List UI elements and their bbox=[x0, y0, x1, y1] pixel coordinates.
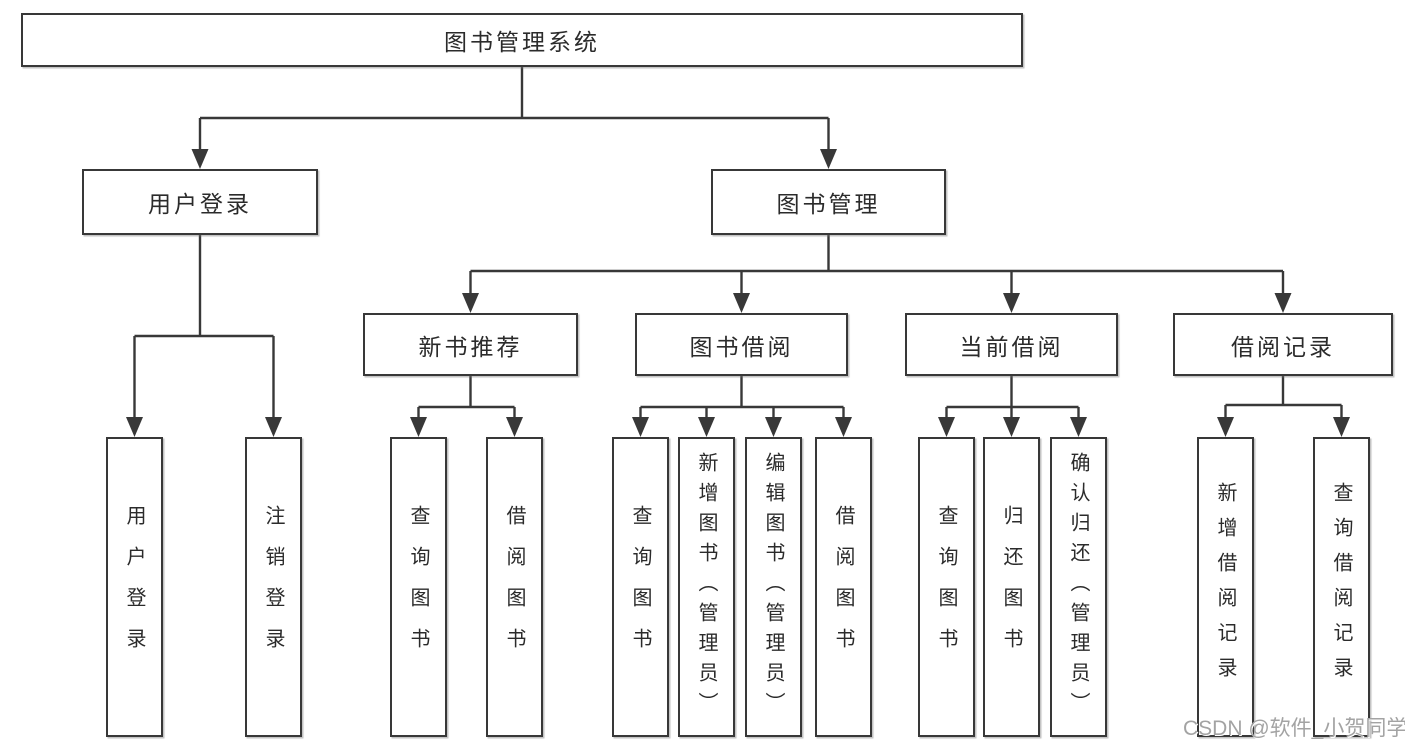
node-label: 新书推荐 bbox=[418, 333, 523, 360]
node-label: 新增图书（管理员） bbox=[695, 452, 717, 722]
node-label: 查询图书 bbox=[935, 505, 957, 669]
node-leaf-query-books-3: 查询图书 bbox=[918, 437, 975, 737]
arrowhead-icon bbox=[126, 417, 143, 437]
node-label: 借阅图书 bbox=[503, 505, 525, 669]
node-label: 用户登录 bbox=[123, 505, 145, 669]
node-leaf-edit-books-admin: 编辑图书（管理员） bbox=[745, 437, 802, 737]
arrowhead-icon bbox=[1070, 417, 1087, 437]
arrowhead-icon bbox=[1274, 293, 1292, 313]
node-current-borrow: 当前借阅 bbox=[905, 313, 1118, 376]
node-label: 确认归还（管理员） bbox=[1067, 452, 1089, 722]
node-leaf-return-books: 归还图书 bbox=[983, 437, 1040, 737]
node-label: 新增借阅记录 bbox=[1214, 482, 1236, 692]
node-label: 归还图书 bbox=[1000, 505, 1022, 669]
arrowhead-icon bbox=[506, 417, 523, 437]
node-label: 查询图书 bbox=[407, 505, 429, 669]
arrowhead-icon bbox=[191, 149, 209, 169]
arrowhead-icon bbox=[1333, 417, 1350, 437]
arrowhead-icon bbox=[1003, 293, 1020, 313]
node-leaf-confirm-return-admin: 确认归还（管理员） bbox=[1050, 437, 1107, 737]
arrowhead-icon bbox=[462, 293, 479, 313]
node-library-management-system: 图书管理系统 bbox=[21, 13, 1023, 67]
node-leaf-borrow-books-1: 借阅图书 bbox=[486, 437, 543, 737]
node-label: 用户登录 bbox=[148, 191, 252, 217]
arrowhead-icon bbox=[835, 417, 852, 437]
node-label: 注销登录 bbox=[262, 505, 284, 669]
csdn-watermark: CSDN @软件_小贺同学 bbox=[1183, 717, 1405, 740]
arrowhead-icon bbox=[410, 417, 427, 437]
arrowhead-icon bbox=[765, 417, 782, 437]
node-label: 图书管理 bbox=[776, 191, 881, 217]
arrowhead-icon bbox=[938, 417, 955, 437]
node-leaf-query-books-1: 查询图书 bbox=[390, 437, 447, 737]
arrowhead-icon bbox=[1217, 417, 1234, 437]
node-leaf-add-borrow-record: 新增借阅记录 bbox=[1197, 437, 1254, 737]
node-label: 借阅记录 bbox=[1231, 333, 1335, 360]
node-borrow-records: 借阅记录 bbox=[1173, 313, 1393, 376]
node-book-borrow: 图书借阅 bbox=[635, 313, 848, 376]
arrowhead-icon bbox=[698, 417, 715, 437]
arrowhead-icon bbox=[632, 417, 649, 437]
node-label: 编辑图书（管理员） bbox=[762, 452, 784, 722]
arrowhead-icon bbox=[733, 293, 750, 313]
node-label: 图书借阅 bbox=[689, 333, 794, 360]
node-leaf-query-borrow-record: 查询借阅记录 bbox=[1313, 437, 1370, 737]
node-leaf-query-books-2: 查询图书 bbox=[612, 437, 669, 737]
arrowhead-icon bbox=[265, 417, 282, 437]
node-label: 借阅图书 bbox=[832, 505, 854, 669]
node-label: 图书管理系统 bbox=[444, 29, 600, 55]
node-user-login: 用户登录 bbox=[82, 169, 318, 235]
node-leaf-add-books-admin: 新增图书（管理员） bbox=[678, 437, 735, 737]
node-label: 查询图书 bbox=[629, 505, 651, 669]
node-leaf-user-login: 用户登录 bbox=[106, 437, 163, 737]
node-label: 当前借阅 bbox=[959, 333, 1064, 360]
node-leaf-borrow-books-2: 借阅图书 bbox=[815, 437, 872, 737]
arrowhead-icon bbox=[1003, 417, 1020, 437]
node-new-book-recommend: 新书推荐 bbox=[363, 313, 578, 376]
node-leaf-logout: 注销登录 bbox=[245, 437, 302, 737]
arrowhead-icon bbox=[820, 149, 837, 169]
node-label: 查询借阅记录 bbox=[1330, 482, 1352, 692]
node-book-management: 图书管理 bbox=[711, 169, 946, 235]
